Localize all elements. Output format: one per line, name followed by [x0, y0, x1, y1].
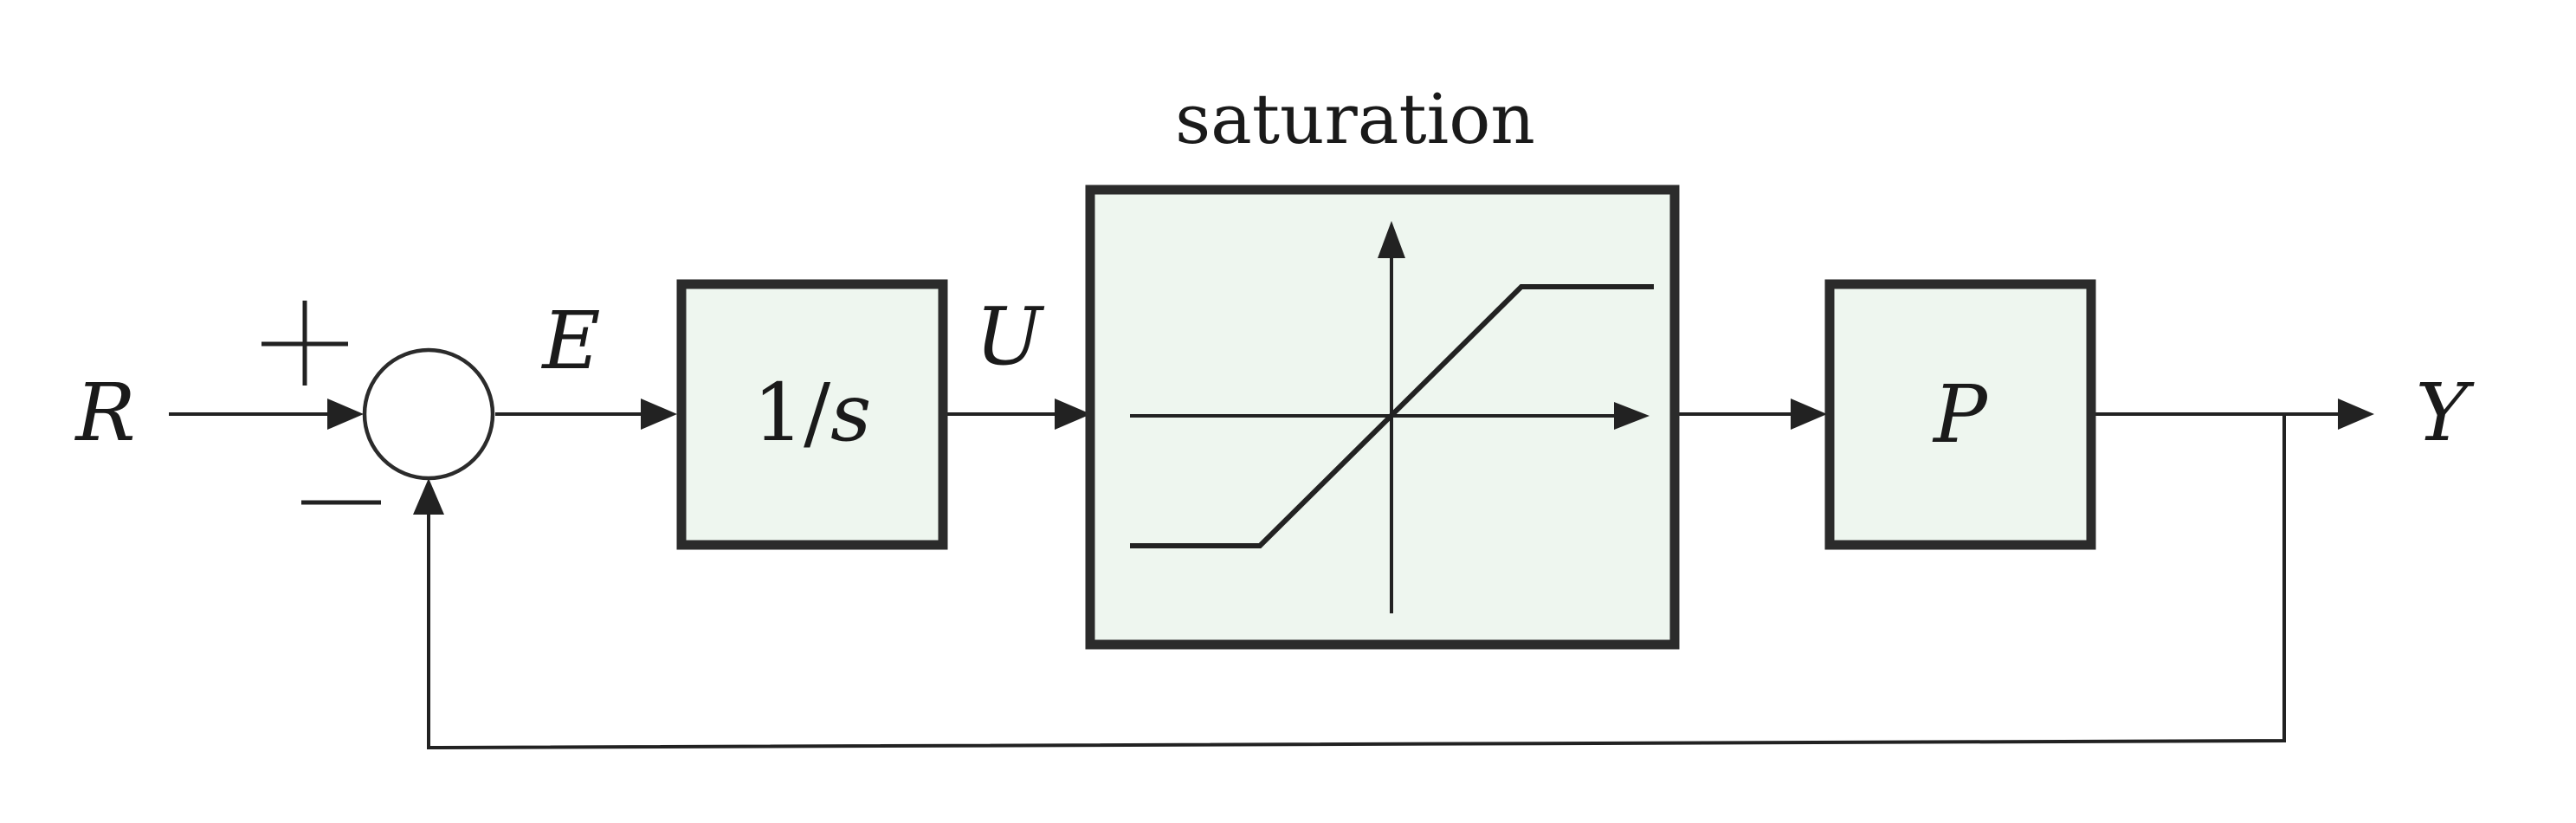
plus-sign: [261, 301, 348, 386]
plant-block: P: [1824, 279, 2096, 550]
saturation-vertical-axis-arrow: [1378, 221, 1405, 258]
control-signal-label: U: [975, 290, 1045, 383]
arrowhead-output: [2338, 399, 2374, 430]
saturation-block: saturation: [1085, 79, 1680, 650]
reference-signal-label: R: [74, 366, 135, 459]
integrator-block: 1/s: [676, 279, 948, 550]
arrowheads: [327, 399, 2374, 515]
arrowhead-into-sum: [327, 399, 364, 430]
integrator-box: [676, 279, 948, 550]
output-signal-label: Y: [2416, 366, 2476, 459]
signal-labels: R E U Y: [74, 290, 2475, 459]
plant-label: P: [1932, 368, 1989, 461]
saturation-curve: [1130, 284, 1654, 548]
error-signal-label: E: [540, 295, 600, 387]
integrator-label: 1/s: [753, 366, 872, 459]
saturation-horizontal-axis-arrow: [1614, 402, 1650, 430]
saturation-title: saturation: [1175, 79, 1535, 159]
wire-feedback-path: [427, 414, 2286, 750]
plant-box: [1824, 279, 2096, 550]
summing-junction-circle: [362, 347, 495, 481]
arrowhead-into-saturation: [1055, 399, 1091, 430]
summing-junction: [261, 301, 495, 505]
arrowhead-into-plant: [1791, 399, 1827, 430]
arrowhead-into-integrator: [641, 399, 677, 430]
saturation-characteristic: [1130, 221, 1654, 613]
signal-wires: [169, 412, 2338, 750]
arrowhead-feedback-into-sum: [413, 478, 444, 515]
